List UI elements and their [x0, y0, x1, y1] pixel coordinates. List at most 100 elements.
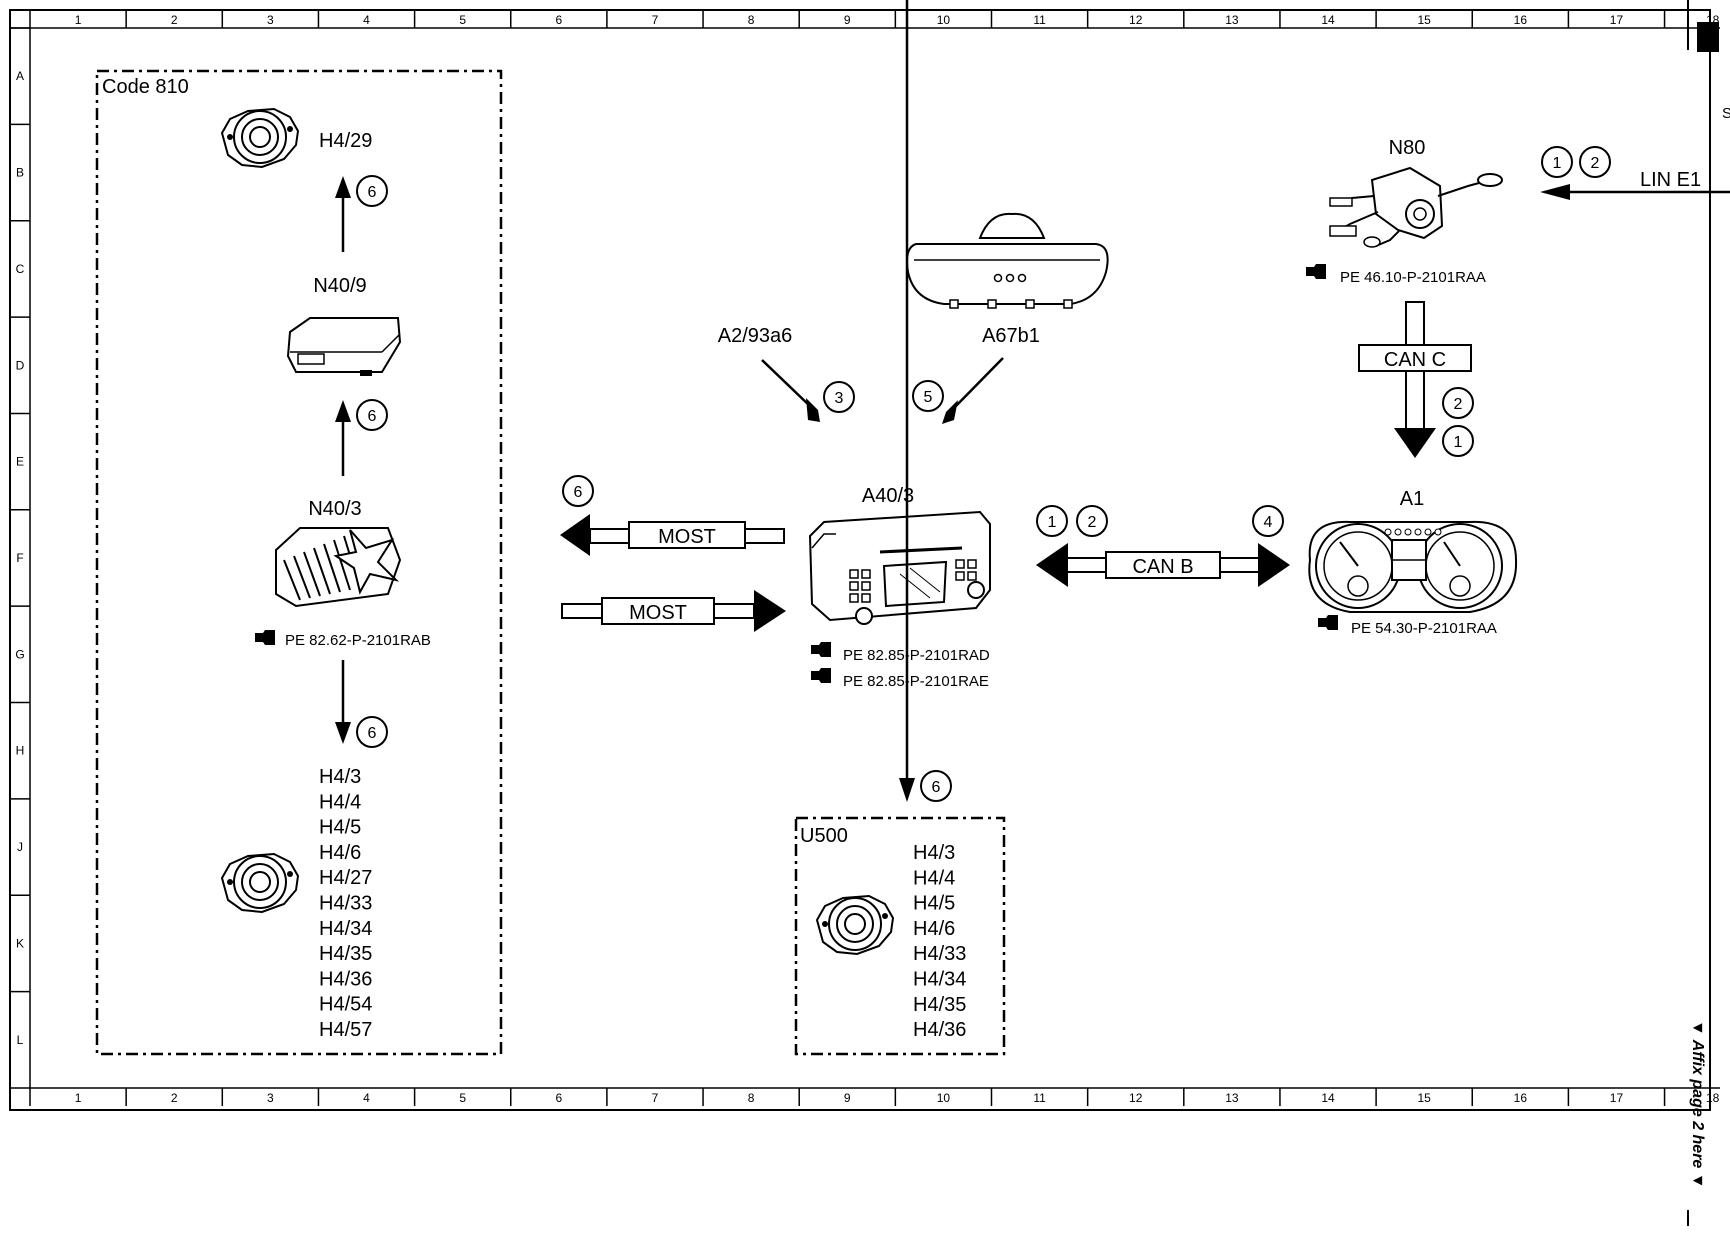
corner-mark: S [1722, 105, 1730, 122]
speaker-label: H4/34 [319, 918, 372, 940]
column-number: 7 [652, 1091, 659, 1105]
column-number: 15 [1417, 1091, 1431, 1105]
column-number: 1 [75, 1091, 82, 1105]
arrow-mic-to-head-unit: 3 [761, 359, 855, 422]
column-number: 2 [171, 1091, 178, 1105]
column-number: 7 [652, 13, 659, 27]
column-number: 15 [1417, 13, 1431, 27]
arrow-mirror-to-head-unit: 5 [912, 357, 1004, 424]
lin-e1-bus: 1 2 LIN E1 [1540, 146, 1730, 200]
code-810-box [95, 69, 503, 1056]
can-b-label: CAN B [1132, 556, 1193, 578]
column-number: 2 [171, 13, 178, 27]
speaker-label: H4/36 [319, 968, 372, 990]
row-letter: E [16, 455, 24, 469]
can-c-label: CAN C [1384, 349, 1446, 371]
column-number: 8 [748, 13, 755, 27]
column-number: 10 [937, 1091, 951, 1105]
steering-column-module-icon [1329, 166, 1503, 248]
row-letter: F [16, 551, 23, 565]
drawing-frame [9, 0, 1720, 1226]
module-n40-9-icon [286, 317, 402, 376]
column-number: 9 [844, 1091, 851, 1105]
reference-icon [811, 668, 831, 683]
speaker-label: H4/5 [319, 817, 361, 839]
speaker-icon [221, 108, 299, 168]
row-letter: D [16, 358, 25, 372]
marker-6: 6 [368, 408, 377, 425]
column-number: 6 [555, 13, 562, 27]
marker-6: 6 [574, 484, 583, 501]
u500-box [794, 816, 1006, 1056]
lin-e1-label: LIN E1 [1640, 169, 1701, 191]
column-number: 12 [1129, 1091, 1143, 1105]
row-letter: B [16, 166, 24, 180]
column-number: 3 [267, 13, 274, 27]
reference-icon [1318, 615, 1338, 630]
arrow-down-to-u500: 6 [899, 0, 952, 802]
most-bus-in: MOST [561, 590, 786, 632]
row-letter: C [16, 262, 25, 276]
can-c-bus: CAN C 2 1 [1358, 301, 1474, 458]
row-letter: L [17, 1033, 24, 1047]
can-b-bus: 1 2 4 CAN B [1036, 505, 1290, 587]
column-number: 3 [267, 1091, 274, 1105]
marker-6: 6 [932, 779, 941, 796]
speaker-label: H4/4 [319, 791, 361, 813]
reference-icon [811, 642, 831, 657]
head-unit-reference: PE 82.85-P-2101RAD [843, 647, 990, 664]
n40-3-label: N40/3 [308, 498, 361, 520]
speaker-label: H4/54 [319, 994, 372, 1016]
code-box-speaker-list: H4/3H4/4H4/5H4/6H4/27H4/33H4/34H4/35H4/3… [319, 766, 372, 1041]
column-number: 17 [1610, 13, 1624, 27]
column-number: 18 [1706, 1091, 1720, 1105]
column-number: 8 [748, 1091, 755, 1105]
speaker-icon [816, 895, 894, 955]
speaker-label: H4/27 [319, 867, 372, 889]
arrow-down-to-speakers: 6 [335, 660, 388, 748]
column-number: 10 [937, 13, 951, 27]
marker-1: 1 [1553, 155, 1562, 172]
column-number: 12 [1129, 13, 1143, 27]
speaker-label: H4/35 [913, 994, 966, 1016]
mirror-label: A67b1 [982, 325, 1040, 347]
most-in-label: MOST [629, 602, 687, 624]
most-bus-out: 6 MOST [560, 475, 785, 556]
column-number: 18 [1706, 13, 1720, 27]
column-number: 13 [1225, 1091, 1239, 1105]
row-letter: H [16, 744, 25, 758]
column-number: 6 [555, 1091, 562, 1105]
speaker-label: H4/33 [913, 943, 966, 965]
rearview-mirror-icon [906, 212, 1109, 309]
affix-note: ▼ Affix page 2 here ▼ [1689, 1020, 1706, 1189]
speaker-label-h4-29: H4/29 [319, 130, 372, 152]
head-unit-label: A40/3 [862, 485, 914, 507]
u500-title: U500 [800, 825, 848, 847]
n40-9-label: N40/9 [313, 275, 366, 297]
speaker-label: H4/36 [913, 1019, 966, 1041]
column-number: 5 [459, 1091, 466, 1105]
speaker-label: H4/3 [913, 842, 955, 864]
marker-4: 4 [1264, 514, 1273, 531]
column-number: 5 [459, 13, 466, 27]
column-number: 14 [1321, 13, 1335, 27]
code-box-title: Code 810 [102, 76, 189, 98]
cluster-reference: PE 54.30-P-2101RAA [1351, 620, 1497, 637]
most-out-label: MOST [658, 526, 716, 548]
arrow-up-to-speaker: 6 [335, 175, 388, 252]
marker-2: 2 [1591, 155, 1600, 172]
speaker-label: H4/6 [913, 918, 955, 940]
row-letter: K [16, 936, 24, 950]
column-number: 11 [1033, 13, 1046, 27]
column-number: 11 [1033, 1091, 1046, 1105]
column-number: 1 [75, 13, 82, 27]
column-number: 4 [363, 1091, 370, 1105]
n80-label: N80 [1389, 137, 1426, 159]
speaker-label: H4/57 [319, 1019, 372, 1041]
column-number: 16 [1514, 13, 1528, 27]
